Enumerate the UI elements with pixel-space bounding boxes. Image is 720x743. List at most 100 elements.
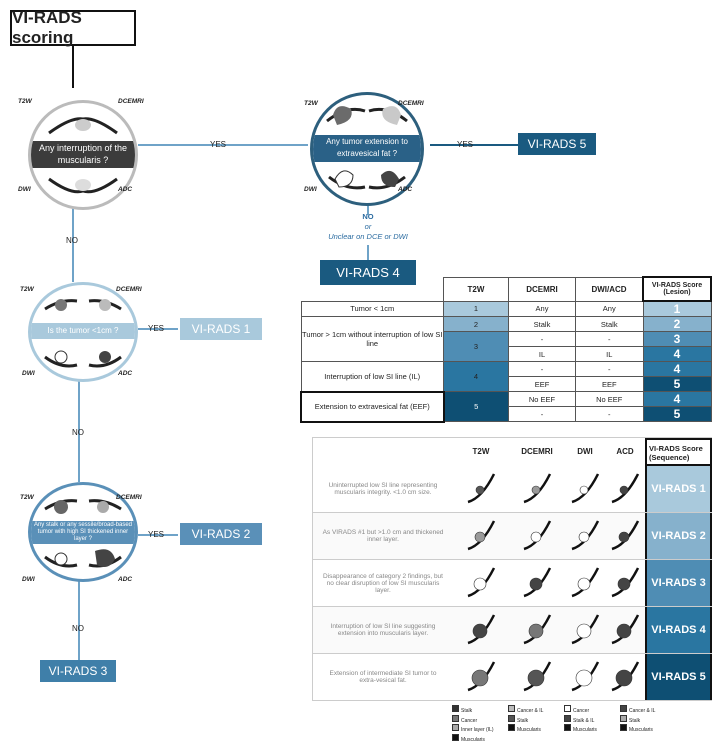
legend-swatch [452,705,459,712]
title-connector [72,46,74,88]
t1-cell: No EEF [509,392,576,407]
legend-item: Cancer & IL [620,705,680,715]
legend-label: Stalk [461,708,472,714]
t1-cell: Any [509,301,576,317]
legend-swatch [564,715,571,722]
q2-question: Any tumor extension to extravesical fat … [313,135,421,162]
lesion-diagram-icon [466,566,496,600]
t1-cell: - [576,362,644,377]
t1-score-cell: 4 [643,392,711,407]
legend-label: Muscularis [629,727,653,733]
t2-header-row: T2W DCEMRI DWI ACD VI-RADS Score (Sequen… [312,437,712,466]
legend-label: Cancer [461,718,477,724]
legend-item: Stalk [508,715,564,725]
t1-score-cell: 2 [643,317,711,332]
q2-dwi-label: DWI [304,186,317,193]
t2-sequence-image [453,513,509,559]
lesion-diagram-icon [522,472,552,506]
t1-cell: - [509,407,576,422]
lesion-diagram-icon [570,613,600,647]
legend-item: Cancer & IL [508,705,564,715]
sequence-score-table: T2W DCEMRI DWI ACD VI-RADS Score (Sequen… [312,437,712,743]
q1-yes-label: YES [210,140,226,149]
lesion-score-table: T2W DCEMRI DWI/ACD VI-RADS Score (Lesion… [300,276,712,423]
t2-sequence-image [565,466,605,512]
t1-row-label: Extension to extravesical fat (EEF) [301,392,444,422]
t1-cell: Stalk [576,317,644,332]
t1-t2w-cell: 3 [444,332,509,362]
lesion-diagram-icon [522,566,552,600]
t1-header-t2w: T2W [444,277,509,301]
page-title: VI-RADS scoring [10,10,136,46]
lesion-diagram-icon [522,660,552,694]
t2-sequence-image [453,466,509,512]
t1-header-dwi: DWI/ACD [576,277,644,301]
q4-dwi-label: DWI [22,576,35,583]
q2-unclear-text: Unclear on DCE or DWI [325,232,411,242]
t2-sequence-image [565,513,605,559]
lesion-diagram-icon [610,472,640,506]
q2-no-text: NO [325,212,411,222]
t2-header-score: VI-RADS Score (Sequence) [645,438,712,466]
legend-swatch [620,715,627,722]
t1-t2w-cell: 1 [444,301,509,317]
q1-adc-label: ADC [118,186,132,193]
q3-adc-label: ADC [118,370,132,377]
q1-question: Any interruption of the muscularis ? [31,141,135,168]
t2-row-description: Uninterrupted low SI line representing m… [313,466,453,512]
t2-sequence-image [509,560,565,606]
vi-rads-3-result: VI-RADS 3 [40,660,116,682]
t1-score-cell: 4 [643,362,711,377]
t1-t2w-cell: 4 [444,362,509,392]
connector-q4-vr3 [78,580,80,660]
lesion-diagram-icon [522,519,552,553]
t2-row-description: As VIRADS #1 but >1.0 cm and thickened i… [313,513,453,559]
legend-label: Cancer & IL [629,708,655,714]
t2-sequence-image [453,654,509,700]
t2-row-description: Disappearance of category 2 findings, bu… [313,560,453,606]
flow-node-q1: Any interruption of the muscularis ? [28,100,138,210]
lesion-diagram-icon [570,519,600,553]
q3-dce-label: DCEMRI [116,286,142,293]
t1-cell: - [509,362,576,377]
legend-item: Muscularis [508,724,564,734]
t2-sequence-image [565,560,605,606]
t2-row-description: Interruption of low SI line suggesting e… [313,607,453,653]
t2-header-t2w: T2W [453,438,509,466]
legend-swatch [620,724,627,731]
legend-item: Muscularis [620,724,680,734]
t2-header-dwi: DWI [565,438,605,466]
lesion-diagram-icon [522,613,552,647]
t1-cell: - [509,332,576,347]
t1-score-cell: 3 [643,332,711,347]
flow-node-q3: Is the tumor <1cm ? [28,282,138,382]
legend-label: Stalk [517,718,528,724]
t1-cell: No EEF [576,392,644,407]
t2-sequence-image [605,466,645,512]
connector-q2-vr5 [430,144,520,146]
t1-header-score: VI-RADS Score (Lesion) [643,277,711,301]
t2-sequence-image [605,513,645,559]
connector-no-vr4 [367,245,369,261]
q2-yes-label: YES [457,140,473,149]
t1-score-cell: 5 [643,377,711,392]
t2-score-cell: VI-RADS 4 [645,607,712,653]
legend-item: Stalk & IL [564,715,620,725]
lesion-diagram-icon [466,613,496,647]
vi-rads-1-result: VI-RADS 1 [180,318,262,340]
q3-yes-label: YES [148,324,164,333]
t2-row: Uninterrupted low SI line representing m… [312,466,712,513]
q4-yes-label: YES [148,530,164,539]
t2-row: Disappearance of category 2 findings, bu… [312,560,712,607]
t1-cell: EEF [576,377,644,392]
t2-score-cell: VI-RADS 1 [645,466,712,512]
t2-sequence-image [453,607,509,653]
legend-label: Stalk [629,718,640,724]
q3-t2w-label: T2W [20,286,34,293]
q2-adc-label: ADC [398,186,412,193]
legend-swatch [508,705,515,712]
